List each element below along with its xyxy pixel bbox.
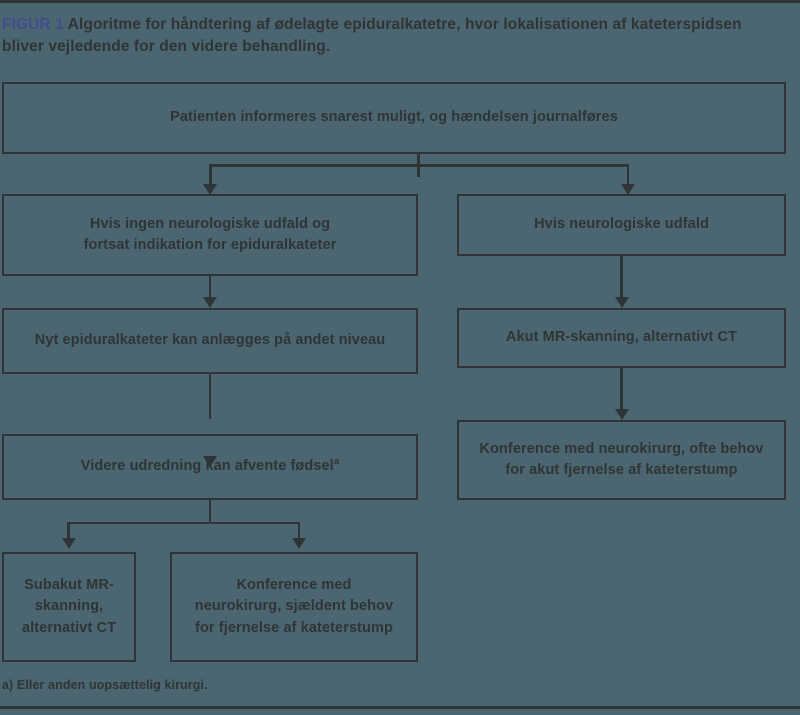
flow-node-label-line-1: Konference med xyxy=(236,577,352,594)
arrowhead-to-n2 xyxy=(203,184,217,195)
connector-n6-right-drop xyxy=(297,521,300,543)
arrowhead-to-n4 xyxy=(203,297,217,308)
arrowhead-to-n9 xyxy=(292,538,306,549)
flow-node-label-text: Videre udredning kan afvente fødsel xyxy=(80,458,334,475)
flow-node-neuro-deficit[interactable]: Hvis neurologiske udfald xyxy=(457,194,786,256)
flow-node-acute-mri[interactable]: Akut MR-skanning, alternativt CT xyxy=(457,308,786,368)
flow-node-label: Videre udredning kan afvente fødsela xyxy=(81,456,339,477)
flow-node-label-line-2: skanning, xyxy=(34,598,104,615)
flow-node-label-line-1: Hvis ingen neurologiske udfald og xyxy=(89,215,331,232)
flow-node-subacute-mri[interactable]: Subakut MR- skanning, alternativt CT xyxy=(2,552,136,662)
connector-n1-right-drop xyxy=(626,164,629,188)
connector-n6-left-drop xyxy=(67,521,70,543)
flow-node-neurosurgery-rare[interactable]: Konference med neurokirurg, sjældent beh… xyxy=(170,552,418,662)
arrowhead-to-n7 xyxy=(614,409,629,420)
flow-node-label: Nyt epiduralkateter kan anlægges på ande… xyxy=(34,332,386,349)
flow-node-label: Hvis neurologiske udfald xyxy=(534,216,709,233)
flow-node-label-line-3: for fjernelse af kateterstump xyxy=(195,619,393,636)
flow-node-neurosurgery-urgent[interactable]: Konference med neurokirurg, ofte behov f… xyxy=(457,420,786,500)
flow-node-label: Patienten informeres snarest muligt, og … xyxy=(170,109,618,126)
flow-node-label-line-2: neurokirurg, sjældent behov xyxy=(194,598,394,615)
footnote-marker: a xyxy=(333,456,340,468)
flow-node-label-line-3: alternativt CT xyxy=(21,619,117,636)
flow-node-no-neuro-deficit[interactable]: Hvis ingen neurologiske udfald og fortsa… xyxy=(2,194,418,276)
flow-node-label-line-1: Subakut MR- xyxy=(24,577,114,594)
connector-n2-to-n4 xyxy=(208,276,211,301)
flow-node-patient-informed[interactable]: Patienten informeres snarest muligt, og … xyxy=(2,82,786,154)
flow-node-label: Akut MR-skanning, alternativt CT xyxy=(505,329,738,346)
connector-n6-stem xyxy=(208,500,211,524)
connector-n5-to-n7 xyxy=(620,368,623,416)
figure-caption: FIGUR 1 Algoritme for håndtering af ødel… xyxy=(2,14,758,58)
figure-footnote: a) Eller anden uopsættelig kirurgi. xyxy=(2,678,208,692)
connector-n6-split-bar xyxy=(67,521,300,524)
flow-node-new-catheter[interactable]: Nyt epiduralkateter kan anlægges på ande… xyxy=(2,308,418,374)
bottom-divider-rule xyxy=(0,706,800,709)
connector-n1-split-bar xyxy=(209,164,629,167)
arrowhead-to-n3 xyxy=(621,184,635,195)
connector-n1-left-drop xyxy=(209,164,212,188)
figure-caption-text: Algoritme for håndtering af ødelagte epi… xyxy=(2,16,742,55)
flow-node-label-line-2: fortsat indikation for epiduralkateter xyxy=(83,237,337,253)
arrowhead-to-n8 xyxy=(61,538,76,549)
arrowhead-to-n5 xyxy=(614,297,629,308)
connector-n3-to-n5 xyxy=(620,256,623,302)
top-divider-rule xyxy=(0,0,800,3)
flow-node-label-line-2: for akut fjernelse af kateterstump xyxy=(505,462,738,478)
connector-n4-to-n6 xyxy=(208,374,211,419)
figure-number-label: FIGUR 1 xyxy=(2,16,64,33)
flow-node-label-line-1: Konference med neurokirurg, ofte behov xyxy=(479,440,764,457)
arrowhead-to-n6 xyxy=(203,456,217,467)
flow-node-await-delivery[interactable]: Videre udredning kan afvente fødsela xyxy=(2,434,418,500)
